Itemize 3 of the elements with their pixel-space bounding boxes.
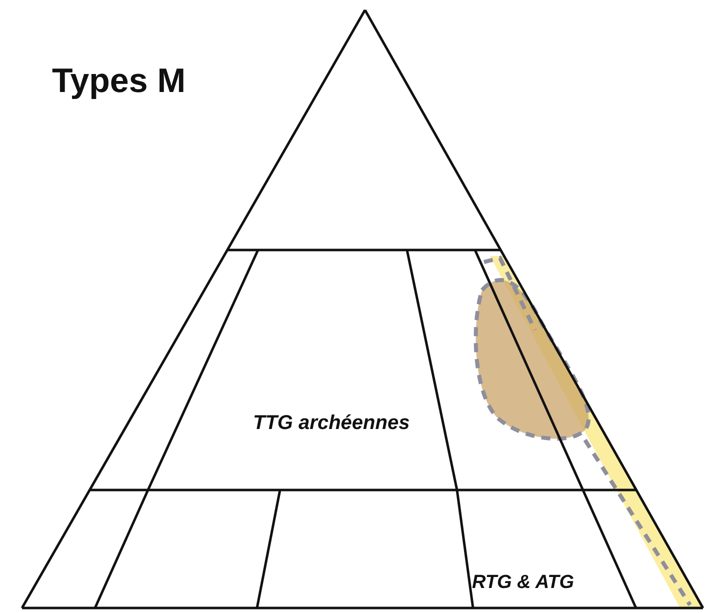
diagram-title: Types M — [52, 62, 186, 101]
field-label: TTG archéennes — [253, 412, 410, 435]
field-label: RTG & ATG — [472, 572, 574, 594]
